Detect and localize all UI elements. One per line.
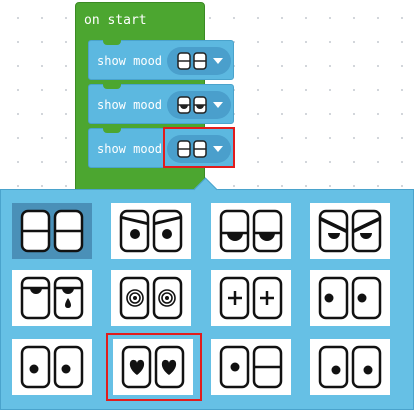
sleepy-face-icon xyxy=(177,96,207,114)
block-notch xyxy=(103,84,121,89)
show-mood-label-2: show mood xyxy=(97,98,163,112)
looking-down-right-face-icon xyxy=(318,345,382,389)
mood-option-angry[interactable] xyxy=(111,203,191,259)
mood-option-sleepy[interactable] xyxy=(211,203,291,259)
mood-option-spiral-dizzy[interactable] xyxy=(111,270,191,326)
show-mood-block-3[interactable]: show mood xyxy=(88,128,234,168)
mood-option-sad-angry[interactable] xyxy=(310,203,390,259)
mood-option-heart-eyes[interactable] xyxy=(113,339,193,395)
sleepy-face-icon xyxy=(219,209,283,253)
mood-option-plus-eyes[interactable] xyxy=(211,270,291,326)
mood-option-looking-down-right[interactable] xyxy=(310,339,390,395)
chevron-down-icon xyxy=(213,146,223,152)
wink-face-icon xyxy=(219,345,283,389)
mood-dropdown-3[interactable] xyxy=(167,135,231,163)
show-mood-label-1: show mood xyxy=(97,54,163,68)
mood-option-flat[interactable] xyxy=(12,203,92,259)
spiral-dizzy-face-icon xyxy=(119,276,183,320)
flat-face-icon xyxy=(20,209,84,253)
mood-dropdown-1[interactable] xyxy=(167,47,231,75)
mood-option-looking-left[interactable] xyxy=(310,270,390,326)
mood-option-crying[interactable] xyxy=(12,270,92,326)
angry-face-icon xyxy=(119,209,183,253)
on-start-label: on start xyxy=(84,13,147,28)
flat-face-icon xyxy=(177,52,207,70)
plus-eyes-face-icon xyxy=(219,276,283,320)
crying-face-icon xyxy=(20,276,84,320)
looking-down-face-icon xyxy=(20,345,84,389)
heart-option-highlight-box xyxy=(106,333,202,401)
mood-option-looking-down[interactable] xyxy=(12,339,92,395)
chevron-down-icon xyxy=(213,102,223,108)
block-notch xyxy=(103,40,121,45)
looking-left-face-icon xyxy=(318,276,382,320)
dropdown-highlight-box xyxy=(163,127,235,168)
flat-face-icon xyxy=(177,140,207,158)
show-mood-block-1[interactable]: show mood xyxy=(88,40,234,80)
block-notch xyxy=(103,128,121,133)
show-mood-label-3: show mood xyxy=(97,142,163,156)
sad-angry-face-icon xyxy=(318,209,382,253)
mood-option-wink[interactable] xyxy=(211,339,291,395)
show-mood-block-2[interactable]: show mood xyxy=(88,84,234,124)
heart-eyes-face-icon xyxy=(121,345,185,389)
chevron-down-icon xyxy=(213,58,223,64)
mood-dropdown-2[interactable] xyxy=(167,91,231,119)
